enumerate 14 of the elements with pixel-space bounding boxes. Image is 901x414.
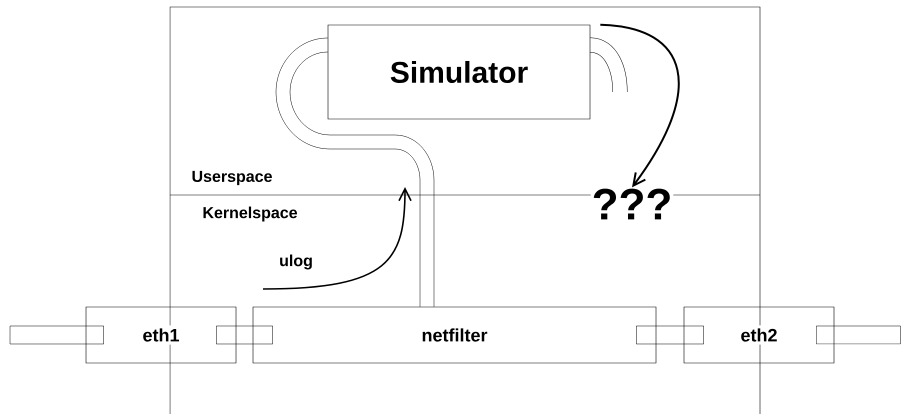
question-text: ??? [590,188,674,220]
process-box: eth1 [86,306,236,364]
cable-link [636,326,704,344]
region-label: Kernelspace [204,206,298,222]
cable-link [10,326,104,344]
process-box: Simulator [328,24,590,120]
cable-link [216,326,273,344]
region-label: ulog [280,254,312,270]
cable-link [816,326,901,344]
arrow [600,24,680,188]
region-label: Userspace [192,170,272,186]
pipe [276,38,434,307]
process-box: eth2 [684,306,834,364]
process-box: netfilter [252,306,656,364]
